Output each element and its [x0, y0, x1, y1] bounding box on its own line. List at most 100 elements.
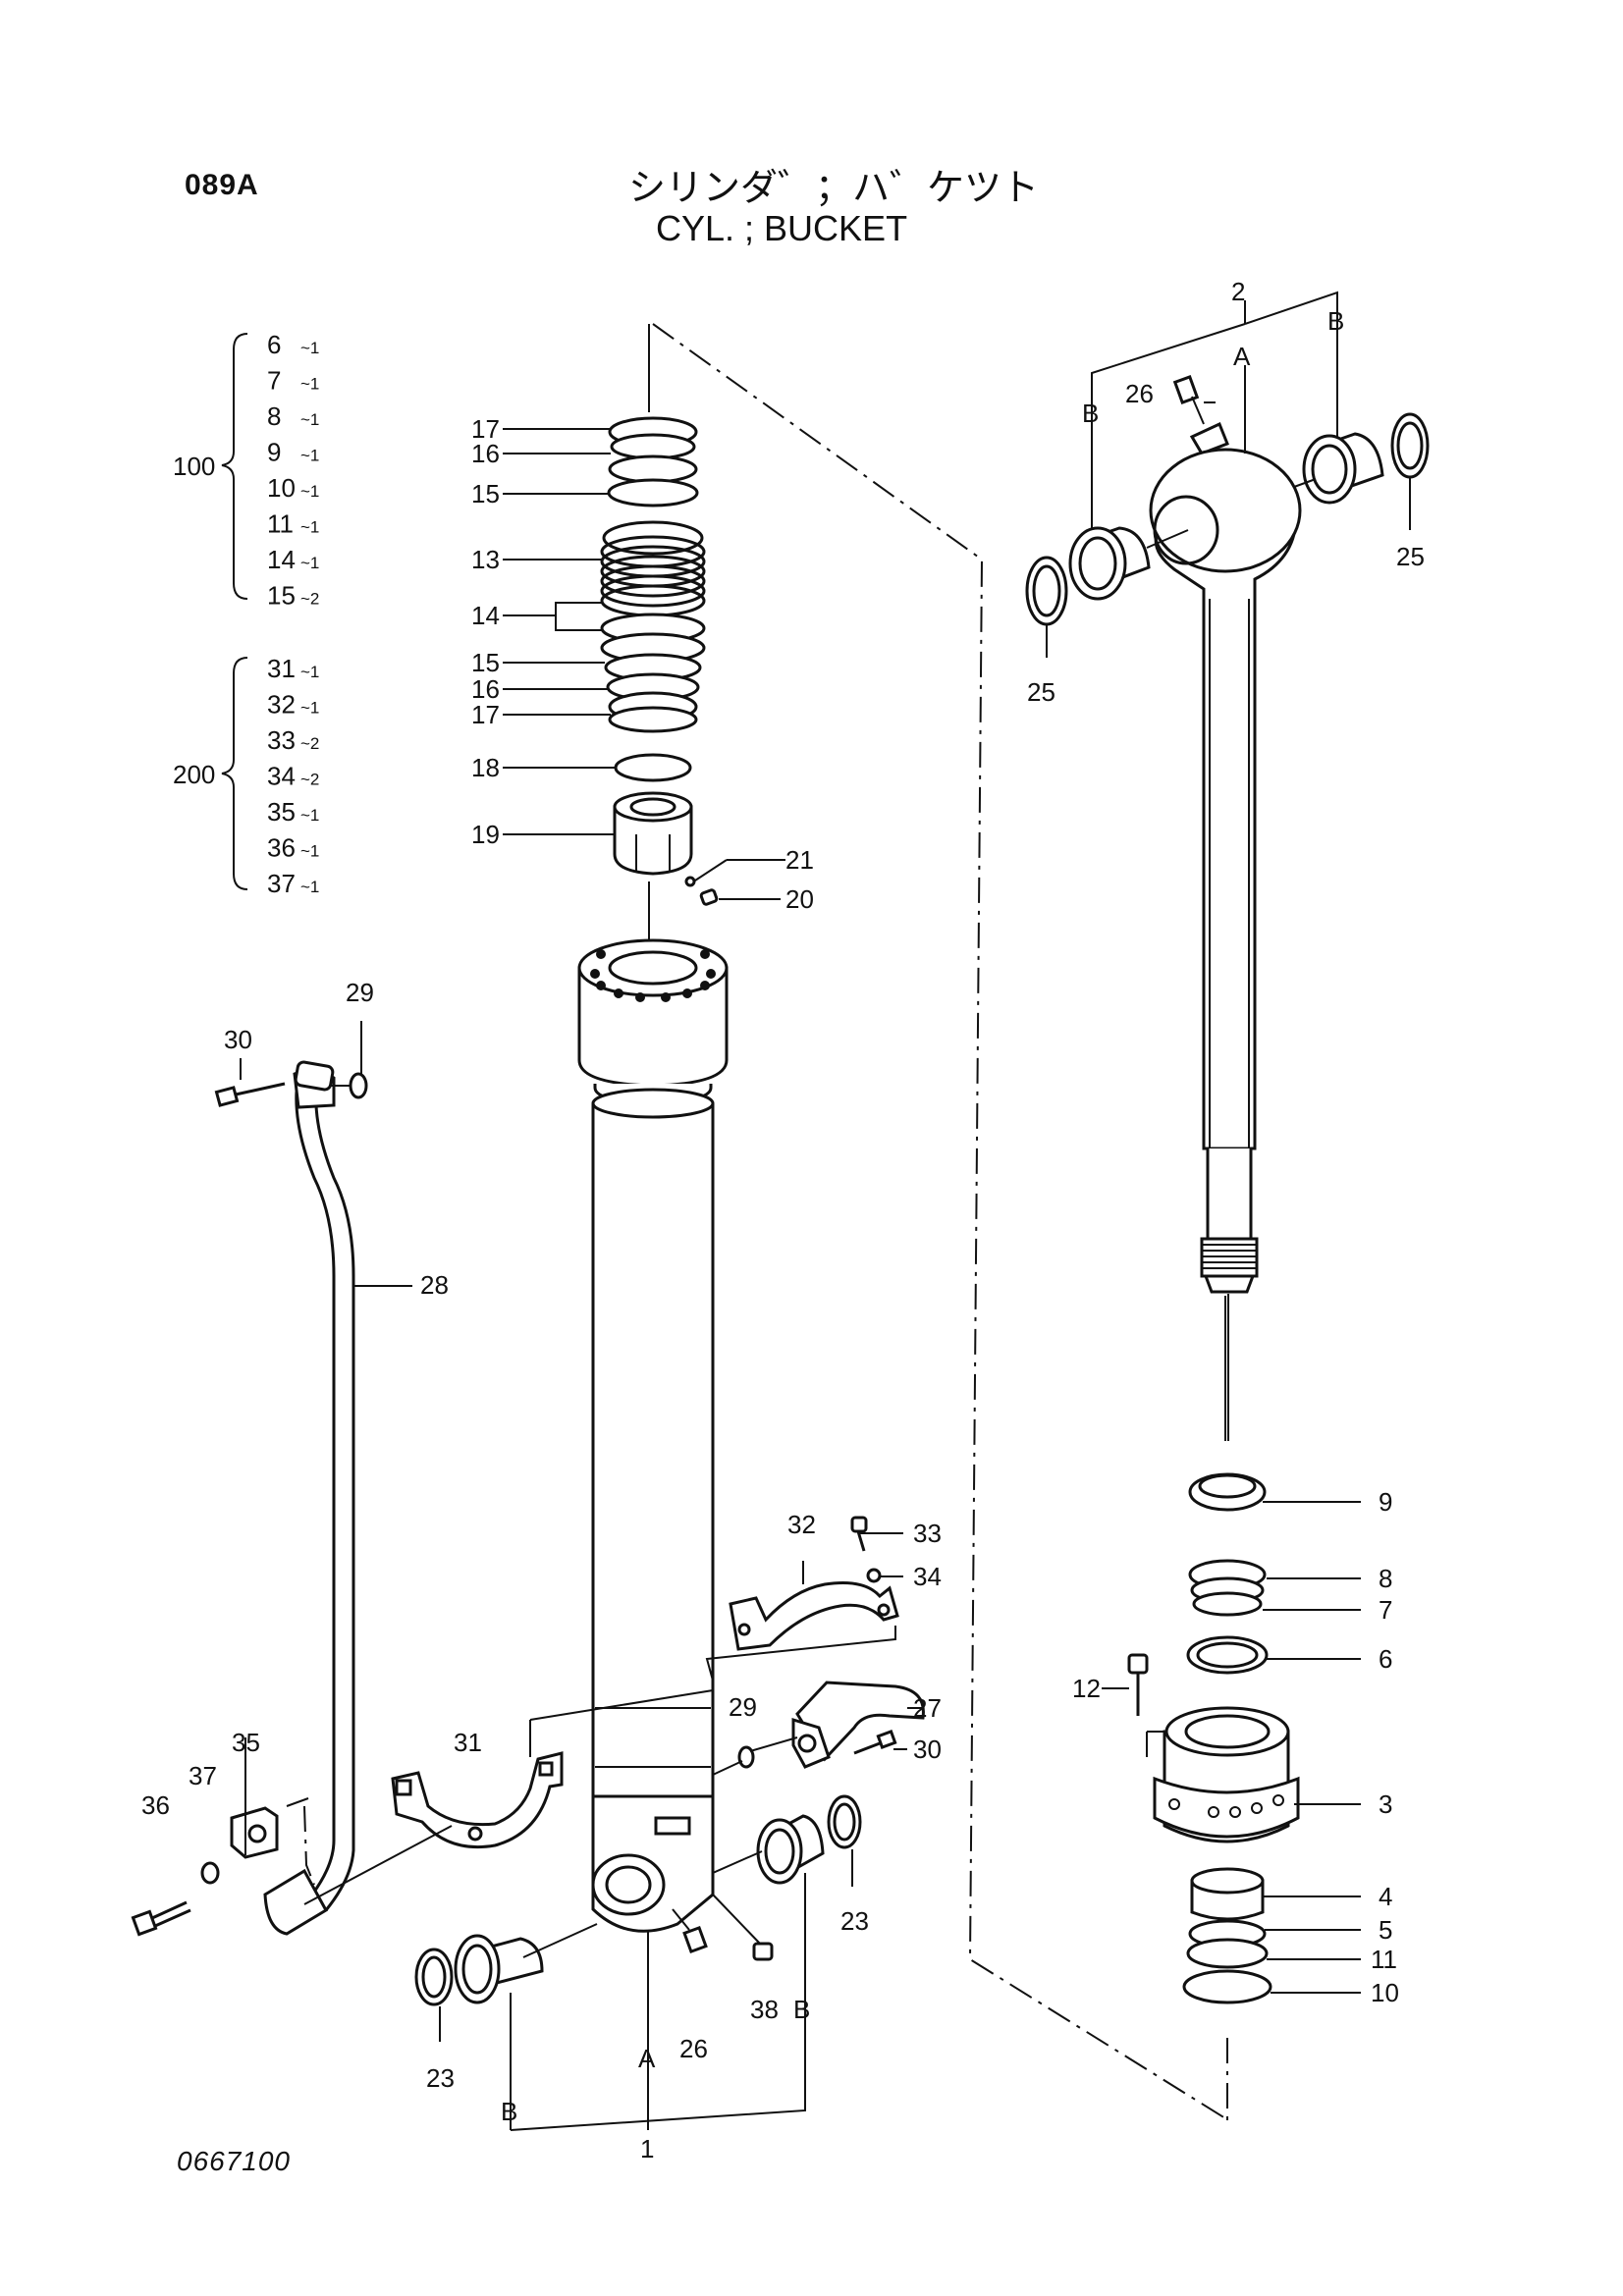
callout-26-bottom: 26 — [679, 2034, 708, 2063]
nut-19 — [613, 791, 693, 876]
rod-seal-25-right — [1390, 412, 1430, 479]
callout-labels: 17 16 15 13 14 15 16 17 18 19 21 20 2 A … — [141, 277, 1425, 2163]
rod-seal-7 — [1192, 1591, 1263, 1617]
kit-100-qty-8: ~1 — [300, 410, 319, 429]
rod-bushing-right — [1302, 432, 1384, 505]
bushing-4 — [1190, 1867, 1265, 1921]
callout-25-right: 25 — [1396, 542, 1425, 571]
callout-16-top: 16 — [471, 439, 500, 468]
callout-30-mid: 30 — [913, 1735, 942, 1764]
kit-200-part-34: 34 — [267, 762, 296, 791]
cylinder-tube-assembly — [577, 324, 785, 2071]
kit-100-qty-6: ~1 — [300, 339, 319, 357]
callout-15-bottom: 15 — [471, 648, 500, 677]
pipe-28 — [263, 1060, 355, 1936]
rod-seal-25-left — [1025, 556, 1068, 626]
ref-A-bottom: A — [638, 2044, 656, 2073]
rod-bushing-left — [1068, 526, 1151, 601]
kit-100-part-14: 14 — [267, 545, 296, 574]
callout-17-bottom: 17 — [471, 700, 500, 729]
callout-20: 20 — [785, 884, 814, 914]
kit-200-qty-37: ~1 — [300, 878, 319, 896]
kit-100-qty-9: ~1 — [300, 447, 319, 465]
kit-100-list: 100 6~17~18~19~110~111~114~115~2 — [173, 330, 319, 611]
grease-nipple-26-bottom — [682, 1925, 708, 1954]
callout-8: 8 — [1379, 1564, 1392, 1593]
kit-100-qty-10: ~1 — [300, 482, 319, 501]
bracket-32 — [729, 1581, 899, 1651]
callout-27: 27 — [913, 1693, 942, 1723]
kit-100-qty-7: ~1 — [300, 375, 319, 394]
callout-26-top: 26 — [1125, 379, 1154, 408]
kit-100-part-8: 8 — [267, 401, 281, 431]
kit-200-part-33: 33 — [267, 725, 296, 755]
ring-18 — [614, 753, 692, 782]
kit-200-qty-33: ~2 — [300, 734, 319, 753]
clamp-35 — [230, 1806, 279, 1859]
kit-200-part-31: 31 — [267, 654, 296, 683]
callout-25-left: 25 — [1027, 677, 1055, 707]
callout-34: 34 — [913, 1562, 942, 1591]
kit-100-qty-11: ~1 — [300, 518, 319, 537]
callout-23-right: 23 — [840, 1906, 869, 1936]
callout-17-top: 17 — [471, 414, 500, 444]
kit-100-part-11: 11 — [267, 509, 294, 539]
ref-B-bottom-right: B — [793, 1995, 810, 2024]
bushing-right — [756, 1814, 825, 1885]
bolt-30-mid — [853, 1730, 897, 1755]
callout-21: 21 — [785, 845, 814, 875]
callout-36: 36 — [141, 1790, 170, 1820]
kit-200-label: 200 — [173, 760, 215, 789]
plug-38 — [752, 1942, 774, 1961]
kit-100-part-15: 15 — [267, 581, 296, 611]
dust-seal-9 — [1188, 1472, 1267, 1512]
ref-B-top-right: B — [1327, 306, 1344, 336]
callout-30-top: 30 — [224, 1025, 252, 1054]
kit-100-part-10: 10 — [267, 473, 296, 503]
ref-B-top-left: B — [1082, 399, 1099, 428]
kit-200-qty-35: ~1 — [300, 806, 319, 825]
kit-200-part-36: 36 — [267, 833, 296, 863]
callout-2: 2 — [1231, 277, 1245, 306]
callout-18: 18 — [471, 753, 500, 782]
callout-14: 14 — [471, 601, 500, 630]
kit-200-list: 200 31~132~133~234~235~136~137~1 — [173, 654, 319, 898]
piston-13 — [600, 535, 706, 617]
bolt-30-top — [214, 1082, 286, 1107]
dust-seal-23-left — [414, 1948, 454, 2006]
title-japanese: シリンダ゛；ハ゛ケツト — [628, 166, 1040, 209]
kit-100-label: 100 — [173, 452, 215, 481]
ball-21 — [684, 876, 696, 887]
piston-rod-2 — [1149, 421, 1302, 1294]
pipe-27 — [791, 1681, 925, 1769]
kit-200-qty-34: ~2 — [300, 771, 319, 789]
bracket-31 — [391, 1751, 564, 1849]
kit-100-part-6: 6 — [267, 330, 281, 359]
title-english: CYL. ; BUCKET — [656, 208, 908, 248]
set-screw-20 — [699, 888, 719, 906]
callout-29-top: 29 — [346, 978, 374, 1007]
kit-100-qty-15: ~2 — [300, 590, 319, 609]
kit-100-qty-14: ~1 — [300, 554, 319, 572]
callout-9: 9 — [1379, 1487, 1392, 1517]
ring-11 — [1186, 1938, 1269, 1969]
callout-7: 7 — [1379, 1595, 1392, 1625]
callout-35: 35 — [232, 1728, 260, 1757]
callout-32: 32 — [787, 1510, 816, 1539]
dust-seal-23-right — [827, 1794, 862, 1849]
callout-16-bottom: 16 — [471, 674, 500, 704]
callout-19: 19 — [471, 820, 500, 849]
callout-23-left: 23 — [426, 2063, 455, 2093]
washer-34 — [866, 1568, 882, 1583]
kit-200-qty-31: ~1 — [300, 663, 319, 681]
callout-4: 4 — [1379, 1882, 1392, 1911]
kit-200-part-35: 35 — [267, 797, 296, 827]
callout-15-top: 15 — [471, 479, 500, 508]
kit-200-qty-32: ~1 — [300, 699, 319, 718]
cylinder-bottom-eye — [591, 1794, 715, 1933]
kit-200-part-37: 37 — [267, 869, 296, 898]
kit-100-part-7: 7 — [267, 366, 281, 396]
callout-37: 37 — [189, 1761, 217, 1790]
callout-31: 31 — [454, 1728, 482, 1757]
